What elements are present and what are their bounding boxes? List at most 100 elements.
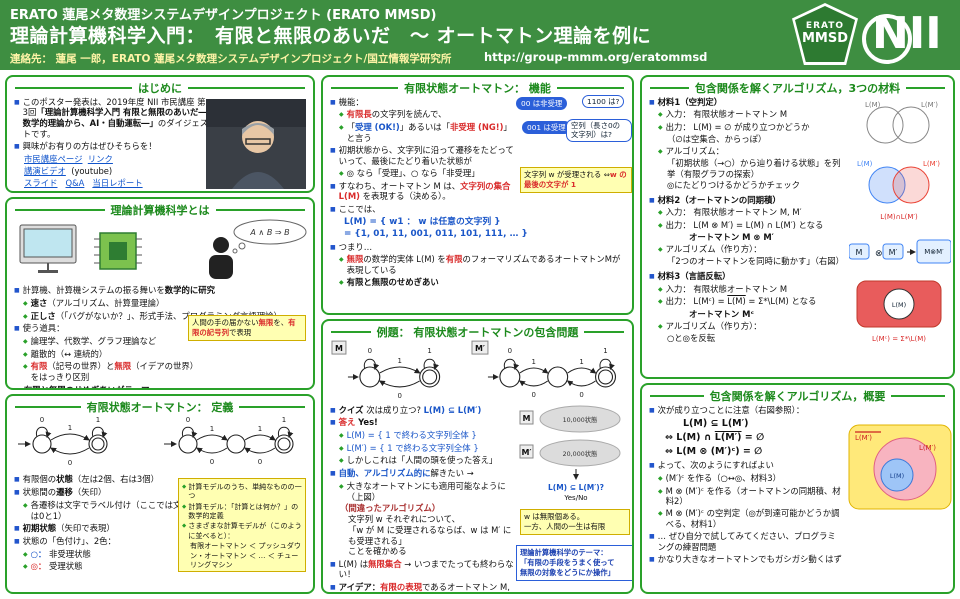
text: （アルゴリズム、計算量理論） <box>47 298 165 309</box>
lecture-page-link[interactable]: 市民講座ページ <box>24 154 83 165</box>
link-row: 市民講座ページ リンク <box>24 154 210 165</box>
text: すなわち、オートマトン M は、文字列の集合 L(M) を表現する（決める）。 <box>339 181 514 203</box>
text: （「バグがないか？」、形式手法、プログラミング言語理論） <box>55 310 282 321</box>
bullet-item: （∅は空集合、からっぽ） <box>667 134 847 145</box>
bullet-item: 「受理 (OK!)」あるいは「非受理 (NG!)」と言う <box>339 122 514 144</box>
text: のフォーマリズムであるオートマトンMが表現している <box>346 254 621 276</box>
text: 状態間の遷移（矢印） <box>23 487 107 498</box>
bullet-item: 速さ（アルゴリズム、計算量理論） <box>23 298 308 309</box>
nii-logo-text: NII <box>872 8 942 59</box>
text: ◎： 受理状態 <box>31 561 83 572</box>
bullet-item: 状態間の遷移（矢印） <box>14 487 190 498</box>
qa-link[interactable]: Q&A <box>65 177 85 188</box>
wrong-step: 「w が M に受理されるならば、w は M′ にも受理される」 <box>348 525 514 547</box>
definition-bullets: 有限個の状態（左は2個、右は3個） 状態間の遷移（矢印） 各遷移は文字でラベル付… <box>14 474 190 572</box>
text: 大きなオートマトンにも適用可能なように（上図） <box>346 480 506 502</box>
edge-label: 0 <box>186 416 190 424</box>
edge-label: 1 <box>96 416 100 424</box>
quiz-label: クイズ <box>338 404 364 415</box>
outer-circle-label: L(M′) <box>919 444 936 452</box>
text: 有限 <box>30 361 48 372</box>
text: アイデア：有限の表現であるオートマトン M, M′ を使ってがんばる <box>338 581 514 592</box>
text: の文字列を読んで、 <box>371 109 447 120</box>
bullet-item: 機能： <box>330 97 514 108</box>
bullet-item: 有限（記号の世界）と無限（イデアの世界）をはっきり区別 <box>23 361 200 383</box>
text: 」と言う <box>346 121 512 143</box>
automaton-tag: M <box>523 414 531 423</box>
text: 無限の対象をどうにか操作」 <box>520 567 615 577</box>
complement-diagram: L(M) L(Mᶜ) = Σ*\L(M) <box>856 280 942 343</box>
text: 有限長の文字列を読んで、 <box>347 109 447 120</box>
text: 遷移 <box>56 487 73 498</box>
title-line <box>15 406 81 408</box>
text: 「初期状態（→○）から辿り着ける状態」を列挙（有限グラフの探索） <box>667 158 841 180</box>
accepting-symbol: ◎： <box>30 561 47 572</box>
cloud-size-label: 10,000状態 <box>563 415 598 424</box>
text: 計算モデルのうち、単純なものの一つ <box>188 482 302 501</box>
synchronized-product-diagram: M ⊗ M′ M⊗M′ <box>849 239 951 264</box>
bullet-item: L(M) は無限集合 → いつまでたっても終わらない！ <box>330 559 514 581</box>
edge-label: 0 <box>368 347 372 355</box>
text: アルゴリズム（作り方）： <box>665 320 762 331</box>
text: 次が成り立つことに注意（右図参照）： <box>657 404 805 415</box>
text: アイデア： <box>338 581 381 592</box>
text: ◎にたどりつけるかどうかチェック <box>667 179 801 190</box>
bullet-item: ○と◎を反転 <box>667 333 847 344</box>
text: w は無限個ある。 <box>524 512 585 521</box>
computation-model-note: 計算モデルのうち、単純なものの一つ 計算モデル：「計算とは何か？」の数学的定義 … <box>178 478 306 573</box>
text: で表現 <box>228 327 252 337</box>
text: 文字列 w それぞれについて、 <box>348 514 461 525</box>
text: 各遷移は文字でラベル付け（ここでは文字は0と1） <box>30 500 190 521</box>
text: （記号の世界）と <box>47 361 115 372</box>
bullet-item: アルゴリズム（作り方）： <box>658 321 847 332</box>
project-url-link[interactable]: http://group-mmm.org/eratommsd <box>484 50 708 64</box>
note-item: さまざまな計算モデルが（このように並べると）： <box>182 521 302 540</box>
wrong-algorithm-label: （間違ったアルゴリズム） <box>340 503 441 514</box>
complement-overline: L(M′) <box>714 432 742 444</box>
section-what-title: 理論計算機科学とは <box>15 202 305 218</box>
text: 計算機、計算機システムの振る舞いを <box>22 285 165 296</box>
language-label: L(M) <box>857 160 873 168</box>
automaton-M-prime-diagram: M′ 0 1 0 1 0 1 <box>471 340 616 399</box>
bullet-item: 自動、アルゴリズム的に解きたい → <box>330 468 514 479</box>
edge-label: 0 <box>507 347 511 355</box>
header: ERATO 蓮尾メタ数理システムデザインプロジェクト (ERATO MMSD) … <box>0 0 960 70</box>
text: 初期状態（矢印で表現） <box>23 523 115 534</box>
text: 計算機、計算機システムの振る舞いを数学的に研究 <box>23 285 215 296</box>
text: 「受理 (OK!)」あるいは「非受理 (NG!)」と言う <box>347 122 514 144</box>
text: 有限（記号の世界）と無限（イデアの世界）をはっきり区別 <box>31 361 200 383</box>
text: 解きたい → <box>430 467 474 478</box>
bullet-item: 出力： L(M ⊗ M′) = L(M) ∩ L(M′) となる <box>658 220 847 231</box>
title-text: 有限状態オートマトン： 定義 <box>86 401 234 414</box>
lecture-page-link2[interactable]: リンク <box>87 154 113 165</box>
text: M ⊗ (M′)ᶜ を作る（オートマトンの同期積、材料2） <box>665 485 841 507</box>
bullet-item: L(M) = { 1 で終わる文字列全体 } <box>339 430 514 441</box>
text: （矢印で表現） <box>56 523 115 534</box>
intersection-venn-diagram: L(M) L(M′) L(M)∩L(M′) <box>857 160 940 221</box>
bullet-item: 無限の数学的実体 L(M) を有限のフォーマリズムであるオートマトンMが表現して… <box>339 254 627 276</box>
answer-text: Yes! <box>358 417 378 428</box>
text: （矢印） <box>72 487 107 498</box>
text: 状態 <box>56 474 73 485</box>
bullet-item: 各遷移は文字でラベル付け（ここでは文字は0と1） <box>23 500 190 522</box>
title-line <box>331 331 371 333</box>
text: （∅は空集合、からっぽ） <box>667 134 767 145</box>
note-item: 計算モデルのうち、単純なものの一つ <box>182 482 302 501</box>
language-label: L(M) <box>865 101 881 109</box>
text: 材料2（オートマトンの同期積） <box>657 194 781 205</box>
bullet-item: ◎にたどりつけるかどうかチェック <box>667 180 847 191</box>
report-link[interactable]: 当日レポート <box>92 177 143 188</box>
project-name: ERATO 蓮尾メタ数理システムデザインプロジェクト (ERATO MMSD) <box>10 8 437 23</box>
intro-text: このポスター発表は、2019年度 NII 市民講座 第3回「理論計算機科学入門 … <box>14 97 210 189</box>
thought-formula: A ∧ B ⇒ B <box>249 228 289 237</box>
text: 有限長 <box>346 109 372 120</box>
text: 出力： L(M) = ∅ が成り立つかどうか <box>665 121 810 132</box>
bullet-item: 状態の「色付け」、2色： <box>14 536 190 547</box>
text: を表現する（決める）。 <box>360 191 451 202</box>
erato-logo-text: ERATO <box>805 21 845 31</box>
note-item: 有限オートマトン ＜ プッシュダウン・オートマトン ＜ … ＜ チューリングマシ… <box>190 541 301 569</box>
bullet-item: アルゴリズム： <box>658 146 847 157</box>
language-formula: L(M) = { w1 ： w は任意の文字列 } <box>344 216 501 227</box>
slides-link[interactable]: スライド <box>24 177 58 188</box>
video-link[interactable]: 講演ビデオ <box>24 166 66 177</box>
